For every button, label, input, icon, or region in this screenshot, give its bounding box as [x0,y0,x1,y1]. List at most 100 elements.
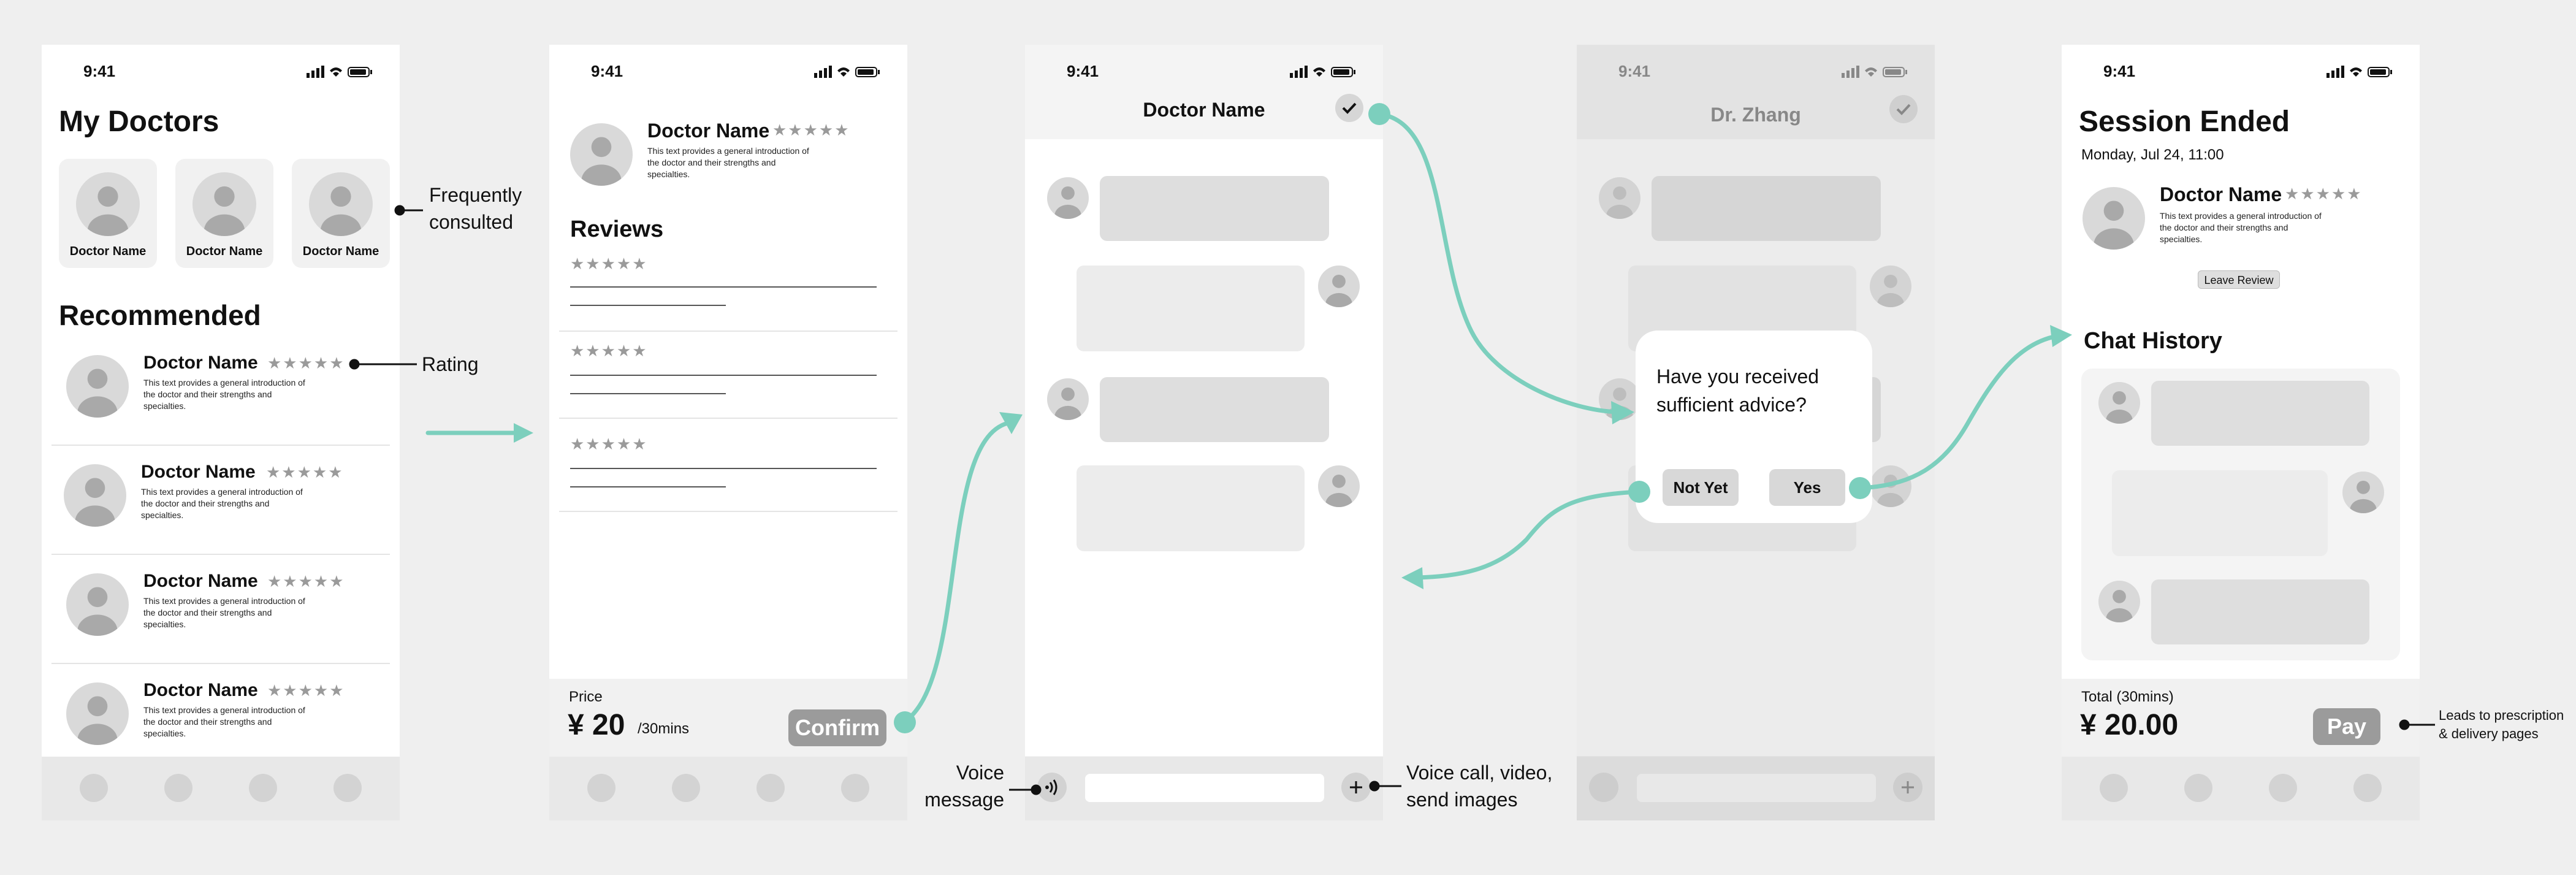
doctor-avatar [192,172,256,236]
tab-icon[interactable] [249,774,277,802]
rating-stars: ★★★★★ [2285,185,2363,203]
tab-icon[interactable] [2269,774,2297,802]
message-input[interactable] [1085,774,1324,802]
pay-button[interactable]: Pay [2313,708,2380,745]
screen-end-dialog: 9:41 Dr. Zhang Have you received suffici… [1577,45,1935,820]
tab-icon[interactable] [756,774,785,802]
doctor-avatar [1599,177,1640,219]
feedback-dialog: Have you received sufficient advice? Not… [1636,331,1872,523]
rating-stars: ★★★★★ [266,463,344,481]
doctor-name: Doctor Name [186,245,263,258]
doctor-avatar [66,682,129,745]
review-line [570,486,726,487]
message-bubble [2112,470,2328,556]
page-title: My Doctors [59,105,219,138]
message-bubble [1077,266,1305,351]
message-bubble [1100,176,1329,241]
annotation-message: message [924,789,1004,811]
signal-wifi-battery-icon [1290,66,1355,78]
tab-icon[interactable] [333,774,362,802]
rating-stars: ★★★★★ [267,681,345,700]
message-bubble [2151,579,2369,644]
signal-wifi-battery-icon [307,66,372,78]
status-bar: 9:41 [1577,58,1935,83]
doctor-avatar [1047,177,1089,219]
doctor-name: Doctor Name [143,680,258,700]
leave-review-button[interactable]: Leave Review [2198,270,2280,289]
yes-button[interactable]: Yes [1769,469,1845,506]
user-avatar [1870,266,1911,307]
frequent-doctor-card[interactable]: Doctor Name [59,159,157,268]
session-date: Monday, Jul 24, 11:00 [2081,147,2224,163]
frequent-doctor-card[interactable]: Doctor Name [175,159,273,268]
frequent-doctor-card[interactable]: Doctor Name [292,159,390,268]
doctor-row[interactable]: Doctor Name ★★★★★ This text provides a g… [42,564,400,671]
tab-icon[interactable] [2100,774,2128,802]
doctor-avatar [66,573,129,636]
signal-wifi-battery-icon [814,66,880,78]
tab-icon[interactable] [672,774,700,802]
review-stars: ★★★★★ [570,342,648,360]
tab-bar [42,757,400,820]
not-yet-button[interactable]: Not Yet [1663,469,1739,506]
divider [559,331,897,332]
status-time: 9:41 [591,62,623,80]
voice-message-icon [1589,773,1618,802]
review-line [570,393,726,394]
tab-icon[interactable] [587,774,615,802]
total-value: ¥ 20.00 [2080,709,2179,741]
doctor-name: Doctor Name [2160,183,2282,205]
tab-icon[interactable] [2353,774,2382,802]
user-avatar [1318,465,1360,507]
status-time: 9:41 [1618,62,1651,80]
check-icon [1889,95,1918,123]
confirm-button[interactable]: Confirm [788,709,886,746]
tab-icon[interactable] [164,774,192,802]
divider [51,663,390,664]
doctor-row[interactable]: Doctor Name ★★★★★ This text provides a g… [42,345,400,453]
message-input [1637,774,1876,802]
add-icon [1893,773,1922,802]
doctor-avatar [64,464,126,527]
annotation-leads: Leads to prescription [2439,708,2564,723]
doctor-avatar [570,123,633,186]
chat-title: Dr. Zhang [1710,104,1801,126]
user-avatar [2342,472,2384,513]
divider [559,418,897,419]
review-line [570,286,877,288]
reviews-title: Reviews [570,216,664,242]
tab-icon[interactable] [2184,774,2212,802]
voice-message-icon[interactable] [1037,773,1067,802]
status-bar: 9:41 [549,58,907,83]
doctor-name: Doctor Name [69,245,147,258]
doctor-avatar [1047,378,1089,420]
doctor-avatar [2098,382,2140,424]
check-icon[interactable] [1335,94,1363,122]
annotation-delivery: & delivery pages [2439,726,2539,741]
screen-session-ended: 9:41 Session Ended Monday, Jul 24, 11:00… [2062,45,2420,820]
doctor-name: Doctor Name [302,245,379,258]
review-line [570,375,877,376]
doctor-row[interactable]: Doctor Name ★★★★★ This text provides a g… [42,673,400,758]
screen-my-doctors: 9:41 My Doctors Doctor Name Doctor Name … [42,45,400,820]
chat-history-title: Chat History [2084,328,2222,354]
rating-stars: ★★★★★ [267,572,345,590]
message-bubble [1652,176,1881,241]
divider [559,511,897,512]
doctor-avatar [309,172,373,236]
chat-title: Doctor Name [1143,99,1265,121]
annotation-rating: Rating [422,353,479,375]
signal-wifi-battery-icon [1842,66,1907,78]
tab-icon[interactable] [841,774,869,802]
doctor-name: Doctor Name [141,462,256,482]
status-time: 9:41 [2103,62,2136,80]
divider [51,554,390,555]
doctor-description: This text provides a general introductio… [647,146,809,179]
rating-stars: ★★★★★ [772,121,850,139]
screen-doctor-detail: 9:41 Doctor Name ★★★★★ This text provide… [549,45,907,820]
add-icon[interactable] [1341,773,1371,802]
doctor-row[interactable]: Doctor Name ★★★★★ This text provides a g… [42,454,400,562]
chat-input-bar [1025,757,1383,820]
doctor-description: This text provides a general introductio… [143,596,305,629]
tab-icon[interactable] [80,774,108,802]
